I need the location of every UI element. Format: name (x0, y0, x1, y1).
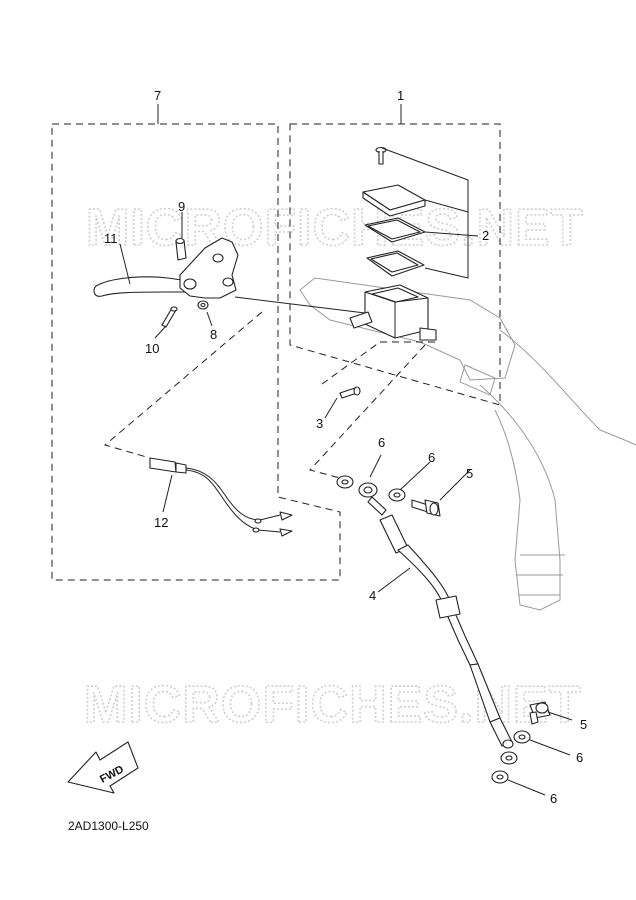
brake-light-switch (149, 457, 293, 537)
callout-5a: 5 (466, 466, 473, 481)
callout-10: 10 (145, 341, 159, 356)
callout-6a: 6 (378, 435, 385, 450)
diaphragm (366, 250, 425, 277)
callout-5b: 5 (580, 717, 587, 732)
fwd-arrow-icon: FWD (67, 741, 139, 794)
washer-upper-left (336, 475, 354, 489)
watermark-top: MICROFICHES.NET (86, 199, 583, 257)
union-bolt-upper (411, 499, 441, 517)
callout-3: 3 (316, 416, 323, 431)
washer-lower-2 (500, 751, 518, 765)
group-frame-1 (289, 123, 501, 406)
banjo-fitting-upper (358, 482, 387, 516)
callout-6c: 6 (576, 750, 583, 765)
callout-4: 4 (369, 588, 376, 603)
lever-pin (161, 306, 178, 328)
union-bolt-lower (529, 701, 551, 725)
brake-hose (379, 514, 514, 749)
lever-holder (179, 237, 239, 299)
callout-9: 9 (178, 199, 185, 214)
group-frame-7 (51, 123, 341, 581)
handlebar-fork-outline (299, 277, 636, 611)
callout-6b: 6 (428, 450, 435, 465)
washer-upper-right (388, 488, 406, 502)
callout-11: 11 (104, 231, 118, 246)
cap-screw (375, 146, 387, 165)
callout-7: 7 (154, 88, 161, 103)
brake-lever (93, 276, 199, 297)
callout-6d: 6 (550, 791, 557, 806)
watermark-bottom: MICROFICHES.NET (84, 676, 581, 734)
washer-lower-1 (513, 730, 531, 744)
pivot-bolt (175, 237, 187, 261)
callout-8: 8 (210, 327, 217, 342)
mounting-bolt (339, 386, 361, 399)
callout-1: 1 (397, 88, 404, 103)
lever-nut (197, 300, 209, 310)
diagram-code: 2AD1300-L250 (68, 819, 149, 833)
callout-12: 12 (154, 515, 168, 530)
master-cylinder-body (349, 284, 437, 341)
washer-lower-3 (491, 770, 509, 784)
callout-2: 2 (482, 228, 489, 243)
